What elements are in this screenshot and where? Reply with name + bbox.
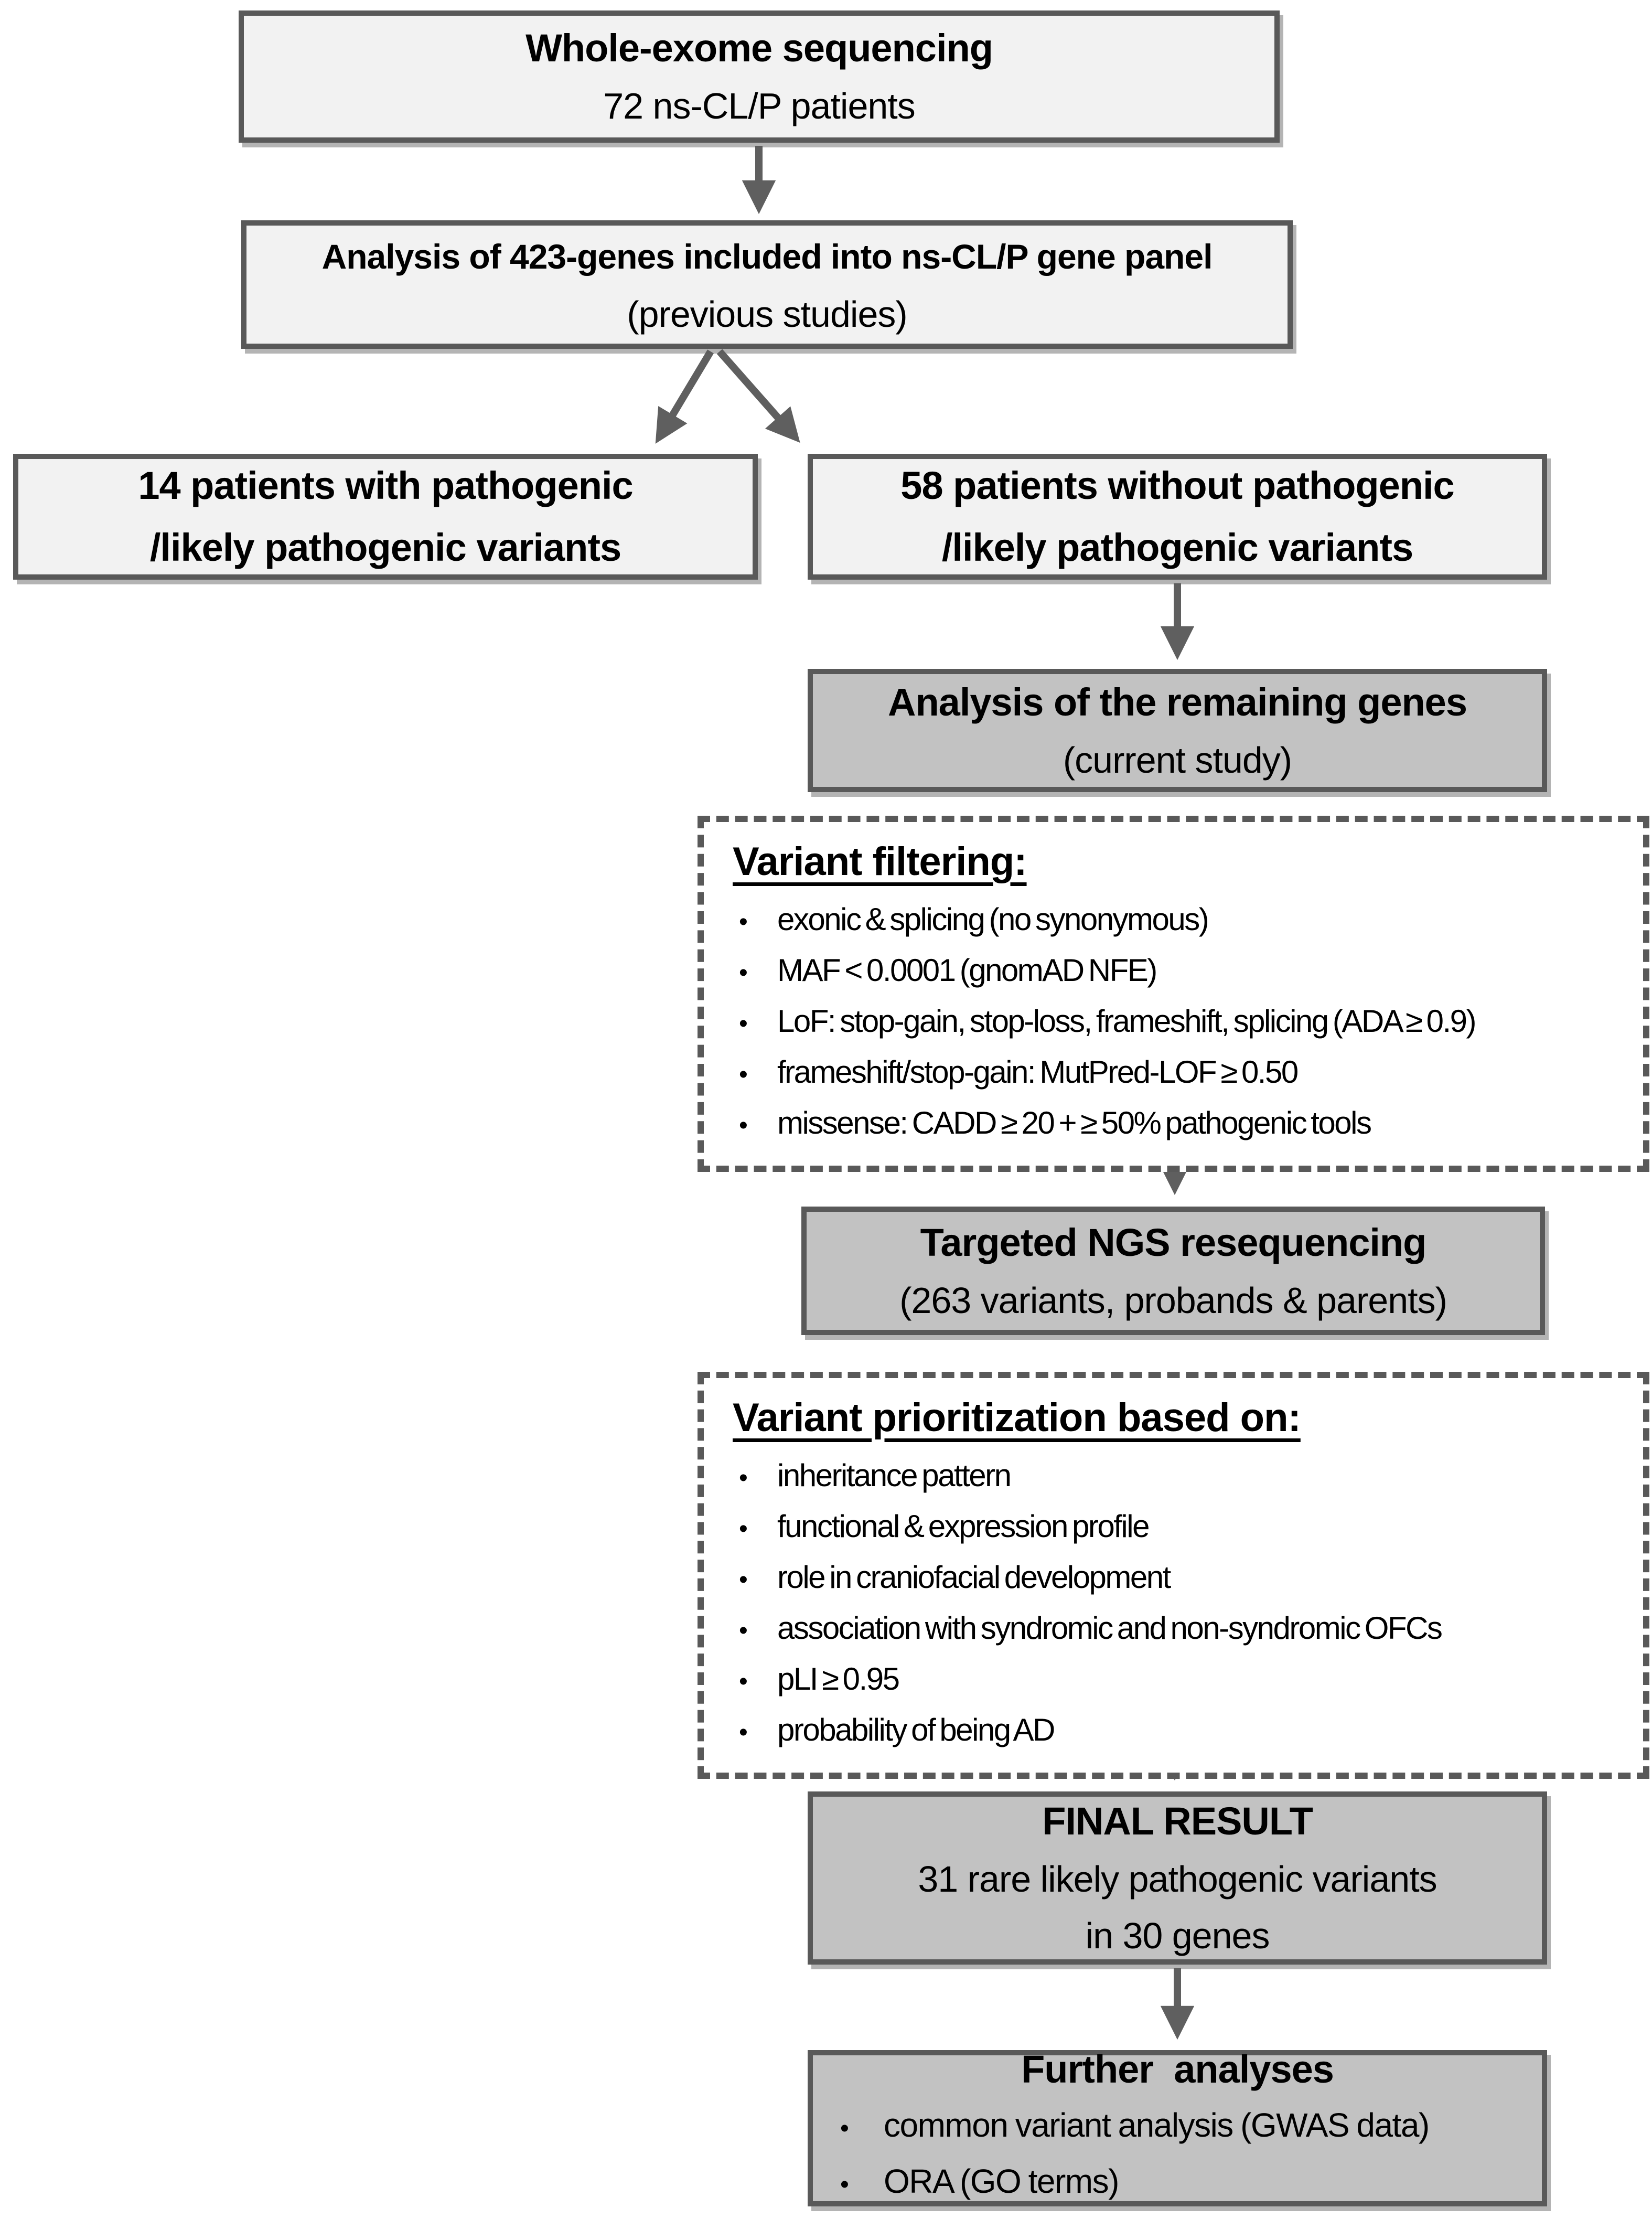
node-whole-exome-sequencing: Whole-exome sequencing 72 ns-CL/P patien… bbox=[239, 10, 1280, 143]
prioritization-heading: Variant prioritization based on: bbox=[733, 1395, 1301, 1440]
bullet-marker: • bbox=[739, 1515, 748, 1543]
node-variant-filtering: Variant filtering: • exonic & splicing (n… bbox=[698, 816, 1649, 1172]
bullet-text: functional & expression profile bbox=[777, 1509, 1150, 1544]
bullet-text: ORA (GO terms) bbox=[884, 2162, 1119, 2200]
list-item: • probability of being AD bbox=[733, 1706, 1627, 1757]
node-gene-panel-analysis: Analysis of 423-genes included into ns-C… bbox=[241, 220, 1293, 349]
node-title: Further analyses bbox=[1021, 2047, 1334, 2091]
list-item: • association with syndromic and non-synd… bbox=[733, 1604, 1627, 1655]
bullet-text: MAF < 0.0001 (gnomAD NFE) bbox=[777, 953, 1157, 988]
node-patients-with-variants: 14 patients with pathogenic /likely path… bbox=[13, 454, 758, 580]
node-subtitle: (current study) bbox=[1063, 739, 1292, 781]
arrow-panel-to-with bbox=[655, 349, 714, 444]
node-title: Whole-exome sequencing bbox=[525, 26, 993, 70]
bullet-marker: • bbox=[739, 1061, 748, 1089]
filtering-bullet-list: • exonic & splicing (no synonymous) • MAF … bbox=[733, 895, 1627, 1150]
node-title: Analysis of 423-genes included into ns-C… bbox=[321, 237, 1213, 276]
list-item: • pLI ≥ 0.95 bbox=[733, 1655, 1627, 1706]
bullet-text: probability of being AD bbox=[777, 1712, 1055, 1747]
bullet-text: inheritance pattern bbox=[777, 1458, 1012, 1493]
further-bullet-list: • common variant analysis (GWAS data) • OR… bbox=[813, 2099, 1542, 2216]
node-further-analyses: Further analyses • common variant analysi… bbox=[808, 2047, 1547, 2206]
node-title: Analysis of the remaining genes bbox=[888, 680, 1467, 724]
list-item: • common variant analysis (GWAS data) bbox=[834, 2099, 1531, 2155]
node-title: FINAL RESULT bbox=[1042, 1799, 1313, 1843]
bullet-marker: • bbox=[739, 959, 748, 987]
node-targeted-ngs-resequencing: Targeted NGS resequencing (263 variants,… bbox=[801, 1207, 1545, 1335]
bullet-text: exonic & splicing (no synonymous) bbox=[777, 902, 1209, 937]
node-line: 58 patients without pathogenic bbox=[900, 464, 1454, 507]
bullet-text: association with syndromic and non-syndr… bbox=[777, 1610, 1443, 1646]
node-remaining-genes-analysis: Analysis of the remaining genes (current… bbox=[808, 669, 1547, 792]
bullet-marker: • bbox=[739, 1719, 748, 1746]
bullet-marker: • bbox=[739, 1668, 748, 1695]
bullet-marker: • bbox=[840, 2171, 849, 2199]
bullet-marker: • bbox=[739, 1464, 748, 1492]
arrow-panel-to-without bbox=[716, 349, 800, 443]
bullet-marker: • bbox=[739, 908, 748, 936]
bullet-text: missense: CADD ≥ 20 + ≥ 50% pathogenic t… bbox=[777, 1105, 1372, 1140]
node-final-result: FINAL RESULT 31 rare likely pathogenic v… bbox=[808, 1791, 1547, 1965]
bullet-marker: • bbox=[739, 1112, 748, 1139]
list-item: • role in craniofacial development bbox=[733, 1553, 1627, 1604]
filtering-heading: Variant filtering: bbox=[733, 839, 1027, 884]
bullet-text: role in craniofacial development bbox=[777, 1560, 1171, 1595]
bullet-text: LoF: stop-gain, stop-loss, frameshift, s… bbox=[777, 1004, 1477, 1039]
list-item: • LoF: stop-gain, stop-loss, frameshift, … bbox=[733, 997, 1627, 1048]
bullet-text: common variant analysis (GWAS data) bbox=[884, 2106, 1430, 2144]
node-subtitle: 72 ns-CL/P patients bbox=[603, 86, 916, 126]
list-item: • exonic & splicing (no synonymous) bbox=[733, 895, 1627, 946]
list-item: • frameshift/stop-gain: MutPred-LOF ≥ 0.5… bbox=[733, 1048, 1627, 1099]
list-item: • missense: CADD ≥ 20 + ≥ 50% pathogenic … bbox=[733, 1099, 1627, 1150]
list-item: • inheritance pattern bbox=[733, 1452, 1627, 1502]
node-line: 31 rare likely pathogenic variants bbox=[918, 1859, 1437, 1900]
node-line: /likely pathogenic variants bbox=[941, 526, 1413, 569]
node-subtitle: (previous studies) bbox=[627, 293, 907, 335]
node-title: Targeted NGS resequencing bbox=[920, 1220, 1427, 1264]
bullet-text: frameshift/stop-gain: MutPred-LOF ≥ 0.50 bbox=[777, 1054, 1299, 1090]
node-line: /likely pathogenic variants bbox=[149, 526, 621, 569]
node-line: in 30 genes bbox=[1085, 1915, 1270, 1956]
node-line: 14 patients with pathogenic bbox=[138, 464, 633, 507]
node-variant-prioritization: Variant prioritization based on: • inheri… bbox=[698, 1372, 1649, 1779]
bullet-text: pLI ≥ 0.95 bbox=[777, 1661, 900, 1697]
bullet-marker: • bbox=[840, 2115, 849, 2142]
list-item: • MAF < 0.0001 (gnomAD NFE) bbox=[733, 946, 1627, 997]
list-item: • functional & expression profile bbox=[733, 1502, 1627, 1553]
list-item: • ORA (GO terms) bbox=[834, 2155, 1531, 2211]
node-patients-without-variants: 58 patients without pathogenic /likely p… bbox=[808, 454, 1547, 580]
prioritization-bullet-list: • inheritance pattern • functional & expre… bbox=[733, 1452, 1627, 1757]
bullet-marker: • bbox=[739, 1566, 748, 1594]
bullet-marker: • bbox=[739, 1617, 748, 1645]
node-subtitle: (263 variants, probands & parents) bbox=[899, 1279, 1447, 1321]
bullet-marker: • bbox=[739, 1010, 748, 1038]
